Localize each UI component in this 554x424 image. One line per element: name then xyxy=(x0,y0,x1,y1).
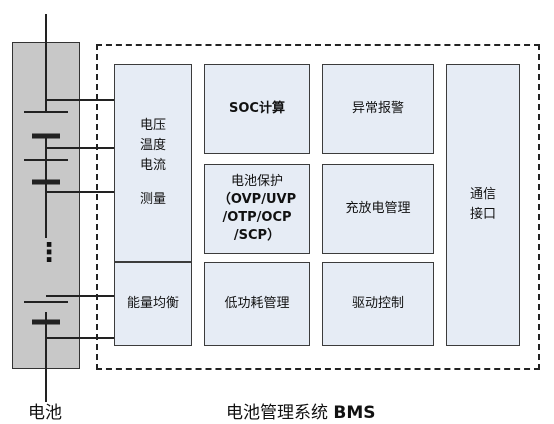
battery-protection-title: 电池保护 xyxy=(230,174,283,189)
measurement-block: 电压 温度 电流 测量 xyxy=(114,64,192,262)
charge-management-label: 充放电管理 xyxy=(345,201,411,216)
drive-control-label: 驱动控制 xyxy=(351,296,404,311)
battery-protection-block: 电池保护 （OVP/UVP /OTP/OCP /SCP） xyxy=(204,164,310,254)
battery-cell-1 xyxy=(24,111,68,139)
measurement-quantities: 电压 温度 电流 xyxy=(139,118,166,173)
abnormal-alarm-block: 异常报警 xyxy=(322,64,434,154)
low-power-label: 低功耗管理 xyxy=(224,296,290,311)
comm-interface-label: 通信 接口 xyxy=(469,187,496,222)
battery-cell-3 xyxy=(24,301,68,325)
low-power-block: 低功耗管理 xyxy=(204,262,310,346)
soc-calc-block: SOC计算 xyxy=(204,64,310,154)
bms-label-cn: 电池管理系统 xyxy=(226,403,328,423)
abnormal-alarm-label: 异常报警 xyxy=(351,101,404,116)
comm-interface-block: 通信 接口 xyxy=(446,64,520,346)
soc-calc-label: SOC计算 xyxy=(229,101,285,116)
bms-label: 电池管理系统 BMS xyxy=(226,398,376,423)
charge-management-block: 充放电管理 xyxy=(322,164,434,254)
measurement-word: 测量 xyxy=(139,192,166,207)
bms-boundary xyxy=(96,44,540,370)
energy-balancing-label: 能量均衡 xyxy=(126,296,179,311)
battery-protection-detail: （OVP/UVP /OTP/OCP /SCP） xyxy=(217,192,297,243)
drive-control-block: 驱动控制 xyxy=(322,262,434,346)
battery-label: 电池 xyxy=(28,403,62,423)
energy-balancing-block: 能量均衡 xyxy=(114,262,192,346)
bms-label-en: BMS xyxy=(333,403,376,423)
battery-ellipsis: ⋮ xyxy=(36,238,62,268)
